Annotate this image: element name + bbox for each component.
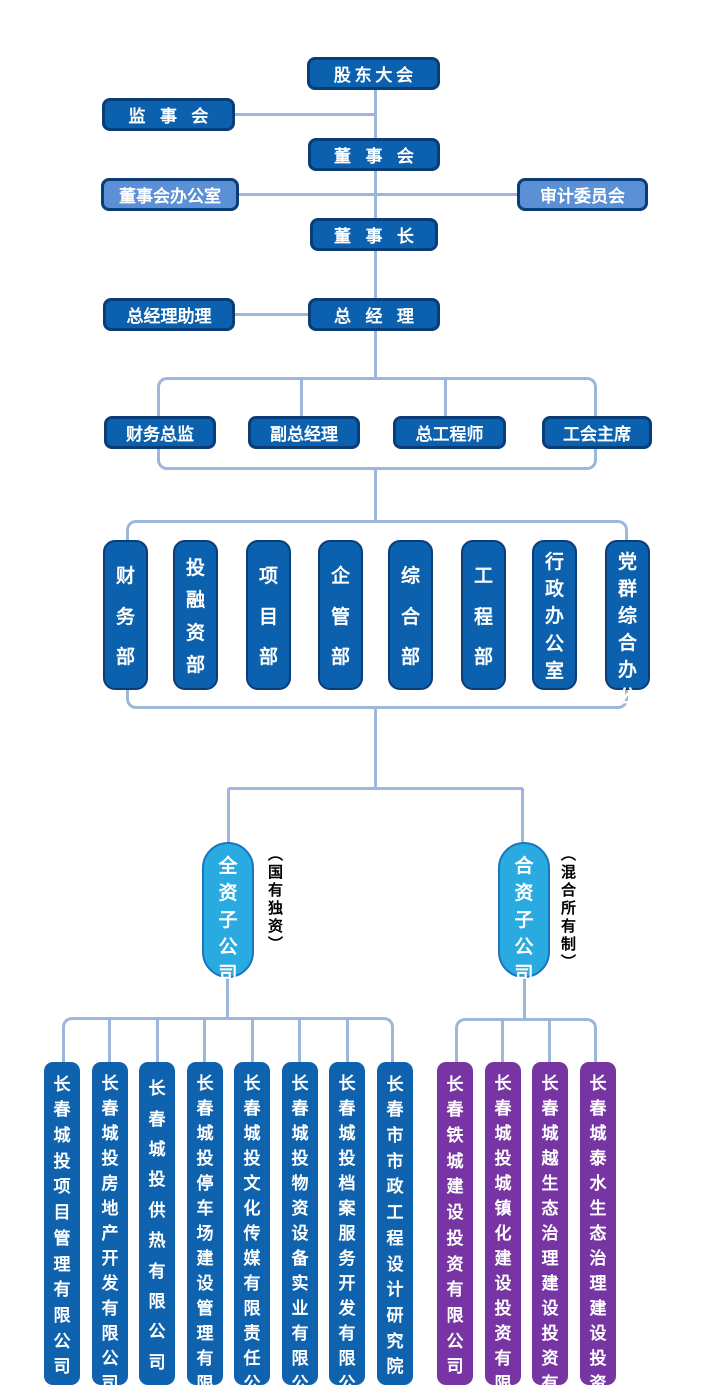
- node-dept-project: 项目部: [246, 540, 291, 690]
- connector-gm-exec: [374, 331, 377, 378]
- bracket-wholly-companies: [62, 1017, 394, 1063]
- node-supervisory-board: 监事会: [102, 98, 235, 131]
- node-company-heating: 长春城投供热有限公司: [139, 1062, 175, 1385]
- connector-shareholders-board: [374, 90, 377, 138]
- connector-supervisory: [235, 113, 375, 116]
- node-company-chengtai-water: 长春城泰水生态治理建设投资有限公司: [580, 1062, 616, 1400]
- node-union-chairman: 工会主席: [542, 416, 652, 449]
- node-dept-party-office: 党群综合办公室: [605, 540, 650, 735]
- bracket-subsidiary-split: [227, 787, 524, 843]
- node-company-culture-media: 长春城投文化传媒有限责任公司: [234, 1062, 270, 1400]
- node-dept-investment: 投融资部: [173, 540, 218, 690]
- connector-gm-assistant: [235, 313, 308, 316]
- node-dept-general: 综合部: [388, 540, 433, 690]
- bracket-departments-top: [126, 520, 628, 546]
- stub-wholly-4: [203, 1020, 206, 1063]
- annotation-state-owned: （国有独资）: [266, 846, 283, 954]
- node-company-materials: 长春城投物资设备实业有限公司: [282, 1062, 318, 1400]
- node-joint-venture-group: 合资子公司: [498, 842, 550, 985]
- connector-boardoffice-audit: [239, 193, 518, 196]
- node-company-tiecheng: 长春铁城建设投资有限公司: [437, 1062, 473, 1385]
- node-chairman: 董事长: [310, 218, 438, 251]
- connector-exec-depts: [374, 470, 377, 521]
- stub-wholly-7: [346, 1020, 349, 1063]
- stub-wholly-2: [108, 1020, 111, 1063]
- connector-joint-capsule-down: [523, 978, 526, 1018]
- bracket-executives-top: [157, 377, 597, 416]
- node-company-archives: 长春城投档案服务开发有限公司: [329, 1062, 365, 1400]
- node-company-project-mgmt: 长春城投项目管理有限公司: [44, 1062, 80, 1385]
- connector-chairman-gm: [374, 251, 377, 298]
- connector-depts-split: [374, 709, 377, 788]
- connector-wholly-capsule-down: [226, 978, 229, 1018]
- stub-wholly-6: [298, 1020, 301, 1063]
- stub-joint-2: [501, 1021, 504, 1063]
- node-company-urbanization: 长春城投城镇化建设投资有限公司: [485, 1062, 521, 1400]
- node-gm-assistant: 总经理助理: [103, 298, 235, 331]
- node-company-chengyue-eco: 长春城越生态治理建设投资有限公司: [532, 1062, 568, 1400]
- node-company-municipal-design: 长春市市政工程设计研究院: [377, 1062, 413, 1385]
- node-shareholders-meeting: 股东大会: [307, 57, 440, 90]
- node-cfo: 财务总监: [104, 416, 216, 449]
- node-audit-committee: 审计委员会: [517, 178, 648, 211]
- node-board-of-directors: 董事会: [308, 138, 440, 171]
- stub-wholly-3: [156, 1020, 159, 1063]
- node-dept-enterprise: 企管部: [318, 540, 363, 690]
- stub-exec-3: [444, 380, 447, 416]
- node-deputy-gm: 副总经理: [248, 416, 360, 449]
- stub-exec-2: [300, 380, 303, 416]
- node-wholly-owned-group: 全资子公司: [202, 842, 254, 985]
- node-general-manager: 总经理: [308, 298, 440, 331]
- stub-wholly-5: [251, 1020, 254, 1063]
- node-dept-finance: 财务部: [103, 540, 148, 690]
- node-dept-admin-office: 行政办公室: [532, 540, 577, 690]
- node-company-real-estate: 长春城投房地产开发有限公司: [92, 1062, 128, 1393]
- bracket-executives-bottom: [157, 449, 597, 470]
- bracket-joint-companies: [455, 1018, 597, 1063]
- node-company-parking: 长春城投停车场建设管理有限公司: [187, 1062, 223, 1400]
- bracket-departments-bottom: [126, 683, 628, 709]
- stub-joint-3: [548, 1021, 551, 1063]
- node-chief-engineer: 总工程师: [393, 416, 506, 449]
- node-dept-engineering: 工程部: [461, 540, 506, 690]
- annotation-mixed-ownership: （混合所有制）: [559, 846, 576, 972]
- node-board-office: 董事会办公室: [101, 178, 239, 211]
